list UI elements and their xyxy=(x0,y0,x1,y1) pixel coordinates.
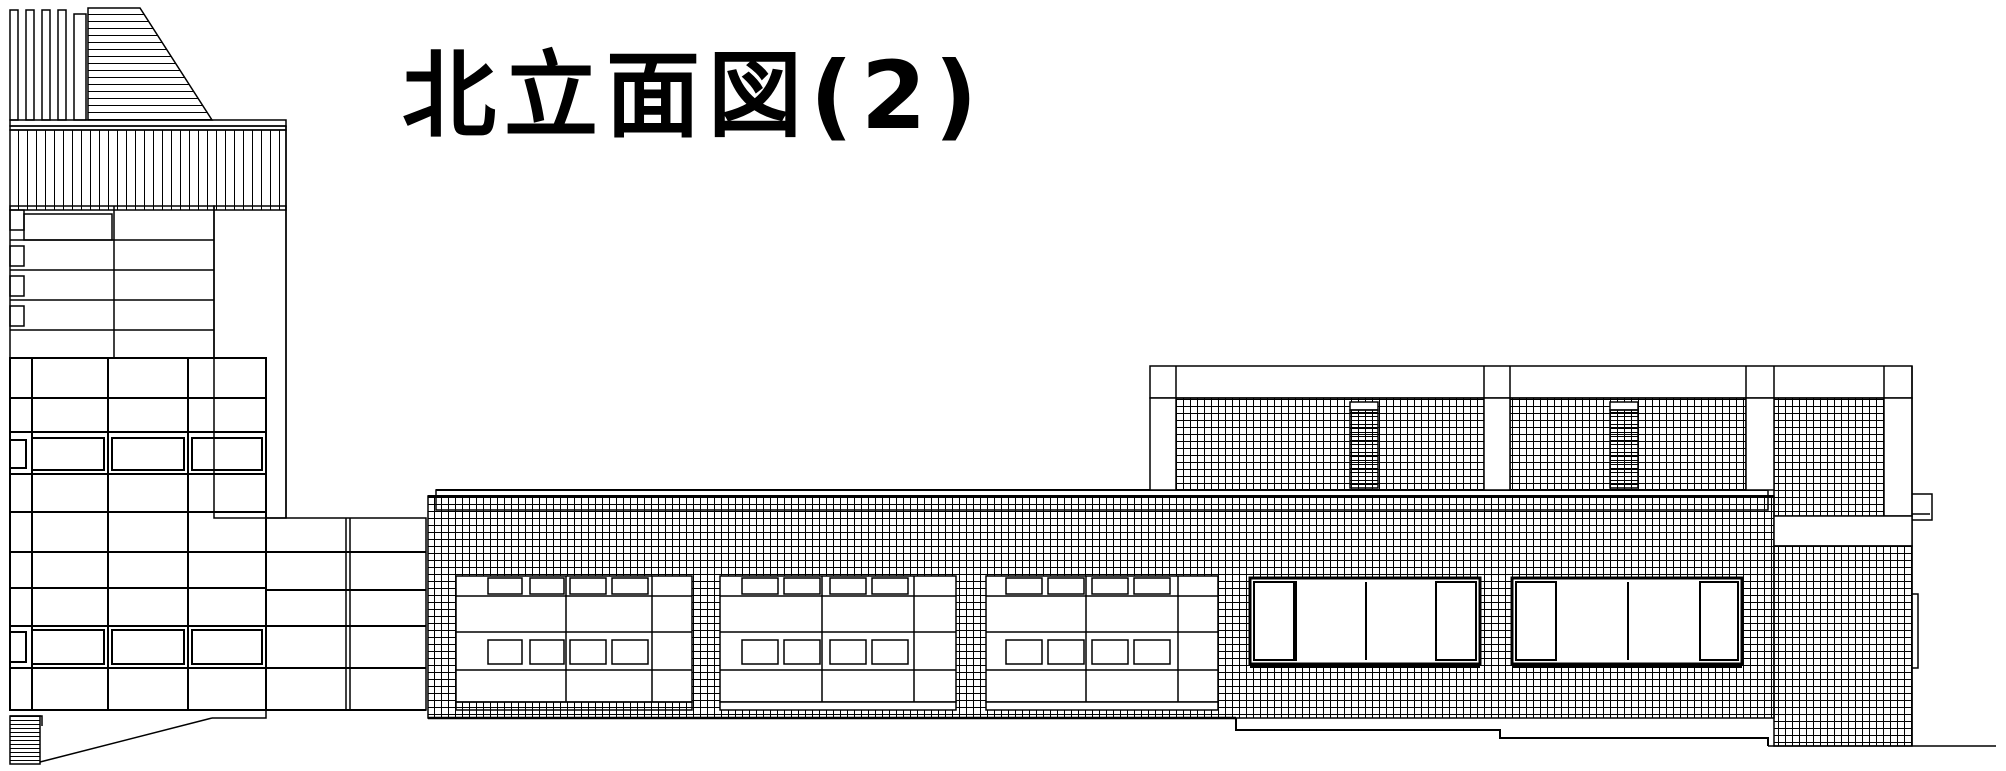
tower-crown xyxy=(9,119,287,519)
drawing-title: 北立面図(2) xyxy=(402,42,986,151)
window-bay-3 xyxy=(985,575,1219,711)
window-bay-1 xyxy=(455,575,693,711)
tower-upper-grid xyxy=(9,205,215,359)
connector-block xyxy=(265,517,427,711)
tower-roof-stacks xyxy=(9,7,214,121)
large-window-1 xyxy=(1248,576,1482,668)
large-window-2 xyxy=(1510,576,1744,668)
upper-block xyxy=(1149,365,1933,747)
window-bay-2 xyxy=(719,575,957,711)
tower-lower-grid xyxy=(9,357,267,711)
